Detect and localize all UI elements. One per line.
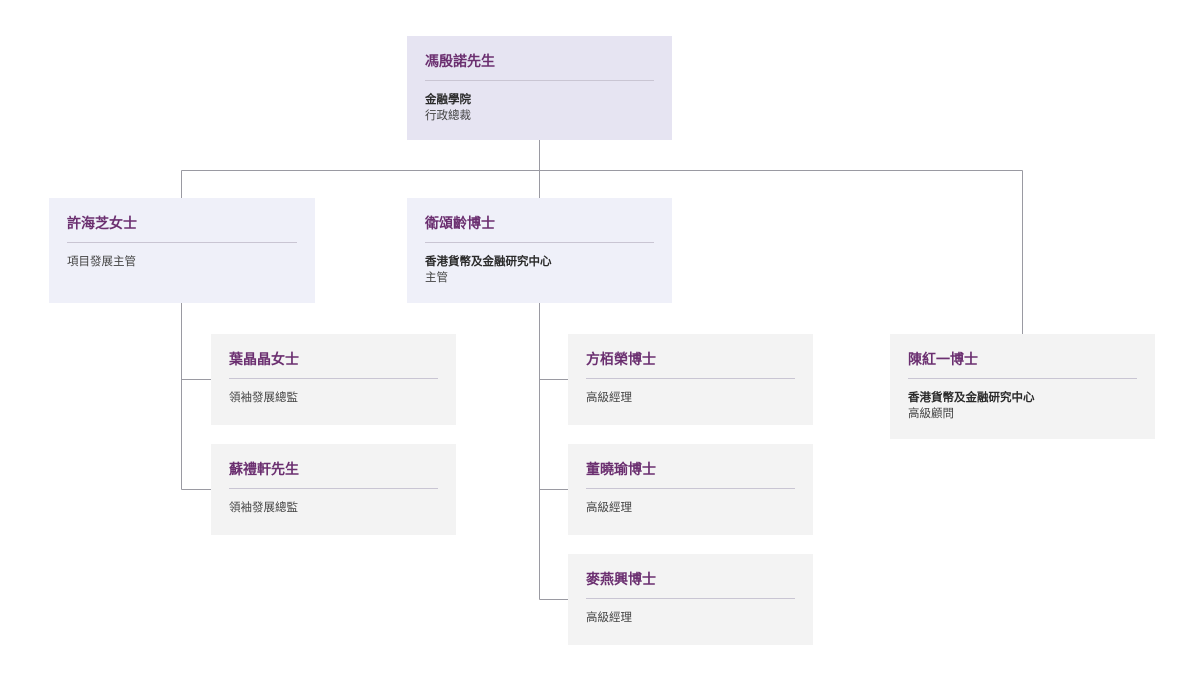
node-name: 葉晶晶女士	[229, 350, 438, 379]
node-mak: 麥燕興博士 高級經理	[568, 554, 813, 645]
node-role: 高級顧問	[908, 406, 954, 420]
node-name: 衛頌齡博士	[425, 214, 654, 243]
node-chan: 陳紅一博士 香港貨幣及金融研究中心 高級顧問	[890, 334, 1155, 439]
node-name: 陳紅一博士	[908, 350, 1137, 379]
node-wai: 衛頌齡博士 香港貨幣及金融研究中心 主管	[407, 198, 672, 303]
node-role: 項目發展主管	[67, 254, 136, 268]
node-role: 領袖發展總監	[229, 390, 298, 404]
node-role: 領袖發展總監	[229, 500, 298, 514]
node-role: 高級經理	[586, 390, 632, 404]
node-ip: 葉晶晶女士 領袖發展總監	[211, 334, 456, 425]
node-name: 麥燕興博士	[586, 570, 795, 599]
node-tung: 董曉瑜博士 高級經理	[568, 444, 813, 535]
node-role: 主管	[425, 270, 448, 284]
node-name: 董曉瑜博士	[586, 460, 795, 489]
node-name: 許海芝女士	[67, 214, 297, 243]
node-org: 香港貨幣及金融研究中心	[425, 254, 552, 268]
node-so: 蘇禮軒先生 領袖發展總監	[211, 444, 456, 535]
node-fong: 方栢榮博士 高級經理	[568, 334, 813, 425]
node-org: 金融學院	[425, 92, 471, 106]
node-name: 蘇禮軒先生	[229, 460, 438, 489]
node-name: 方栢榮博士	[586, 350, 795, 379]
node-role: 行政總裁	[425, 108, 471, 122]
node-name: 馮殷諾先生	[425, 52, 654, 81]
node-hui: 許海芝女士 項目發展主管	[49, 198, 315, 303]
node-ceo: 馮殷諾先生 金融學院 行政總裁	[407, 36, 672, 140]
node-role: 高級經理	[586, 500, 632, 514]
node-role: 高級經理	[586, 610, 632, 624]
node-org: 香港貨幣及金融研究中心	[908, 390, 1035, 404]
